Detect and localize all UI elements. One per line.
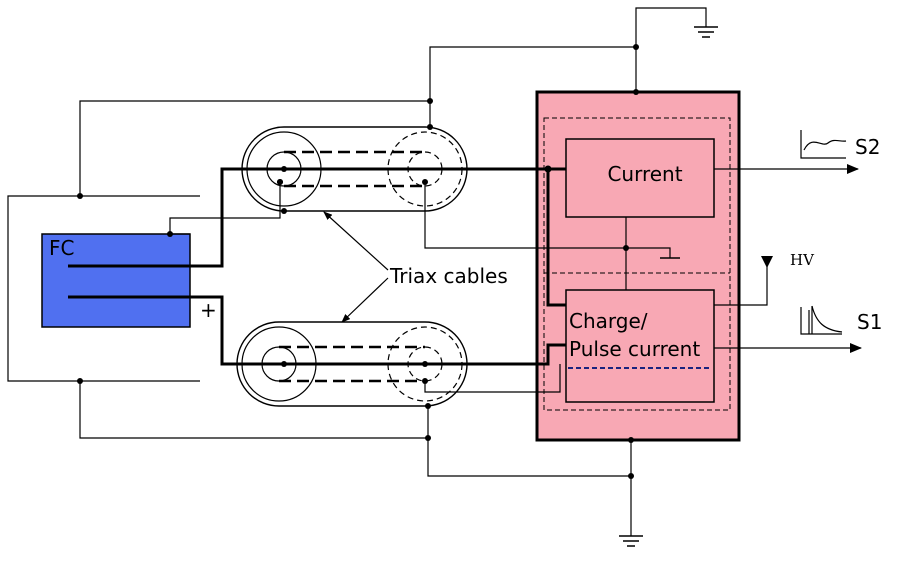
fc-plus-label: +	[200, 298, 217, 322]
ground-icon-bottom	[619, 535, 643, 547]
s2-label: S2	[855, 135, 880, 159]
antenna-icon	[761, 256, 773, 268]
signal-wires-thin	[79, 7, 862, 536]
waveform-icon	[800, 130, 847, 159]
fc-detector	[41, 233, 191, 328]
ground-icon-top	[694, 26, 718, 38]
charge-label-line1: Charge/	[569, 309, 648, 333]
triax-pointer-lower	[341, 277, 389, 323]
wire-nodes	[77, 44, 639, 479]
triax-cables-label: Triax cables	[389, 264, 508, 288]
upper-line-node	[544, 165, 552, 173]
hv-label: HV	[790, 251, 815, 269]
current-label: Current	[607, 162, 682, 186]
s1-label: S1	[857, 310, 882, 334]
current-module	[565, 138, 715, 218]
triax-pointer-upper	[323, 211, 389, 271]
charge-label-line2: Pulse current	[569, 337, 700, 361]
fc-enclosure-bracket	[7, 195, 200, 382]
pulse-icon	[800, 305, 843, 335]
fc-label: FC	[49, 236, 74, 260]
electronics-inner-shield	[543, 117, 731, 411]
